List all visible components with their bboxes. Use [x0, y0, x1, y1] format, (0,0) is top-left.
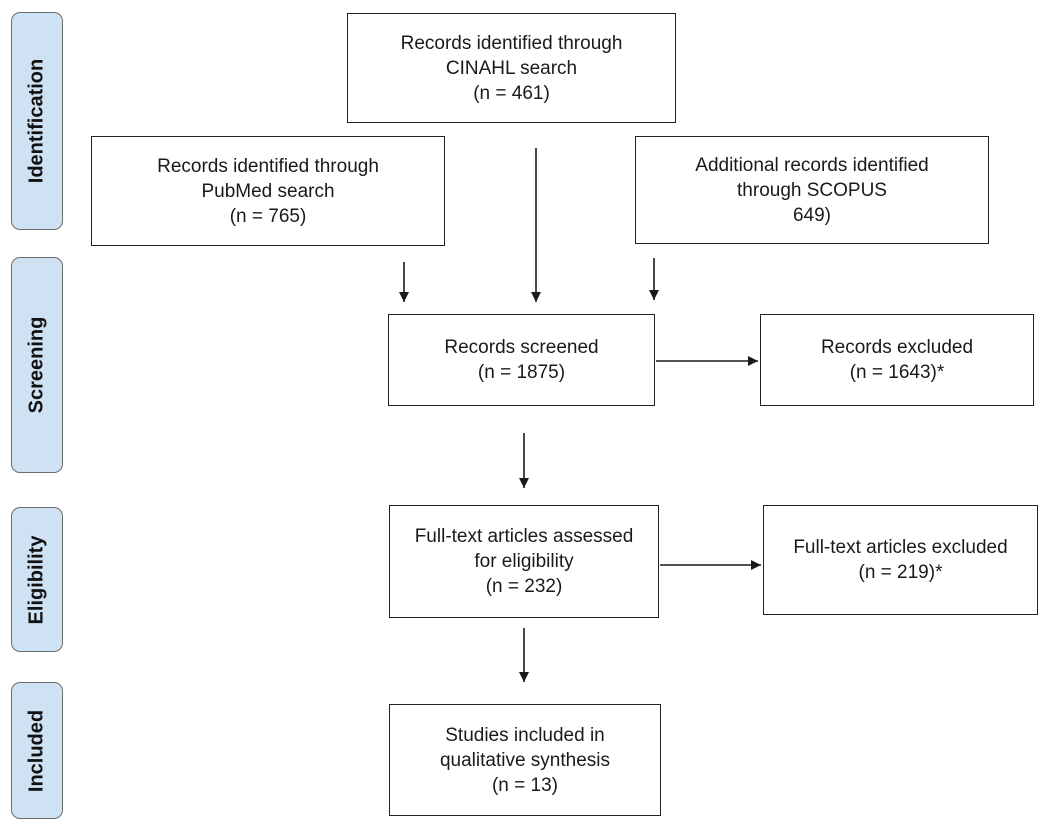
box-cinahl-line1: Records identified through: [400, 32, 623, 54]
box-studies-included: Studies included in qualitative synthesi…: [389, 704, 661, 816]
box-cinahl-line2: CINAHL search: [445, 57, 578, 79]
box-scopus-search: Additional records identified through SC…: [635, 136, 989, 244]
box-scopus-count: 649): [792, 204, 832, 226]
box-fulltext-excluded: Full-text articles excluded (n = 219)*: [763, 505, 1038, 615]
box-fulltext-line1: Full-text articles assessed: [414, 526, 634, 547]
box-included-count: (n = 13): [491, 774, 558, 796]
box-fulltext-count: (n = 232): [485, 576, 563, 597]
box-excluded-line1: Records excluded: [820, 337, 974, 358]
box-records-excluded: Records excluded (n = 1643)*: [760, 314, 1034, 406]
box-fulltext-line2: for eligibility: [474, 551, 574, 572]
stage-eligibility: Eligibility: [11, 507, 63, 652]
box-screened-line1: Records screened: [444, 337, 599, 358]
box-included-line2: qualitative synthesis: [439, 749, 611, 771]
box-fulltext-excluded-count: (n = 219)*: [858, 562, 943, 583]
stage-screening: Screening: [11, 257, 63, 473]
box-cinahl-search: Records identified through CINAHL search…: [347, 13, 676, 123]
box-scopus-line1: Additional records identified: [695, 154, 929, 176]
box-records-screened: Records screened (n = 1875): [388, 314, 655, 406]
box-fulltext-assessed: Full-text articles assessed for eligibil…: [389, 505, 659, 618]
box-pubmed-search: Records identified through PubMed search…: [91, 136, 445, 246]
stage-identification: Identification: [11, 12, 63, 230]
box-included-line1: Studies included in: [445, 724, 605, 746]
box-pubmed-line1: Records identified through: [157, 155, 379, 177]
box-screened-count: (n = 1875): [477, 362, 566, 383]
box-excluded-count: (n = 1643)*: [849, 362, 945, 383]
box-cinahl-count: (n = 461): [473, 82, 550, 104]
box-pubmed-count: (n = 765): [229, 205, 307, 227]
box-fulltext-excluded-line1: Full-text articles excluded: [793, 537, 1008, 558]
box-pubmed-line2: PubMed search: [201, 180, 335, 202]
box-scopus-line2: through SCOPUS: [737, 179, 887, 201]
stage-included: Included: [11, 682, 63, 819]
